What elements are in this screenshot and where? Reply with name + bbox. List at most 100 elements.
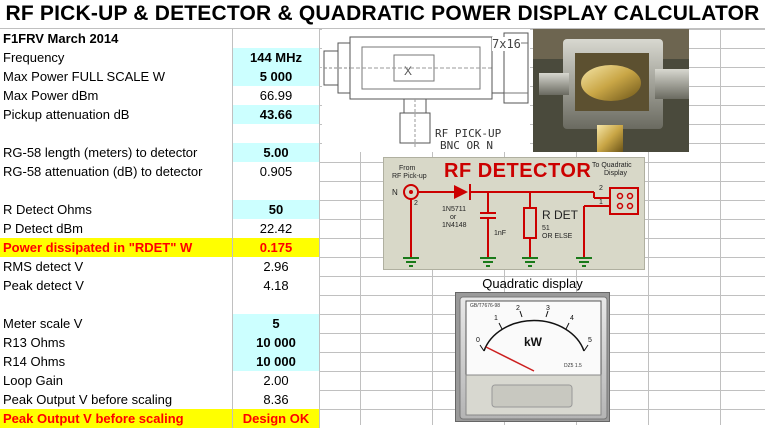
quadratic-meter: GB/T7676-98 kW 0 1 2 3 4 5 DZ5 1.5 xyxy=(455,292,610,422)
meter-scale-1: 1 xyxy=(494,315,498,322)
row-label[interactable]: F1FRV March 2014 xyxy=(0,29,233,48)
detector-title: RF DETECTOR xyxy=(444,160,592,182)
table-row: F1FRV March 2014 xyxy=(0,29,320,48)
row-value[interactable]: 2.00 xyxy=(233,371,320,390)
pickup-size-label: 7x16 xyxy=(492,37,521,51)
row-value[interactable] xyxy=(233,124,320,143)
meter-scale-4: 4 xyxy=(570,315,574,322)
meter-scale-3: 3 xyxy=(546,305,550,312)
row-value[interactable]: 0.905 xyxy=(233,162,320,181)
row-value[interactable]: 22.42 xyxy=(233,219,320,238)
detector-to-2: Display xyxy=(604,170,627,177)
row-value[interactable]: 10 000 xyxy=(233,333,320,352)
row-value[interactable]: 8.36 xyxy=(233,390,320,409)
pickup-caption-1: RF PICK-UP xyxy=(435,127,502,140)
meter-unit: kW xyxy=(524,335,542,349)
row-value[interactable]: 5.00 xyxy=(233,143,320,162)
detector-connector-label: N xyxy=(392,188,398,197)
row-label[interactable]: Max Power dBm xyxy=(0,86,233,105)
detector-diode-or: or xyxy=(450,214,457,221)
detector-pin2-left: 2 xyxy=(414,200,418,207)
row-label[interactable]: Peak Output V before scaling xyxy=(0,390,233,409)
table-row xyxy=(0,181,320,200)
row-label[interactable] xyxy=(0,181,233,200)
row-label[interactable]: P Detect dBm xyxy=(0,219,233,238)
rf-detector-schematic: RF DETECTOR From RF Pick-up N 2 1N5711 o… xyxy=(383,157,645,270)
row-label[interactable]: RG-58 attenuation (dB) to detector xyxy=(0,162,233,181)
meter-scale-5: 5 xyxy=(588,337,592,344)
pickup-drawing: X 7x16 RF PICK-UP BNC OR N xyxy=(322,29,530,152)
pickup-caption-2: BNC OR N xyxy=(440,139,493,152)
pickup-photo-svg xyxy=(533,29,689,152)
quadratic-display-label: Quadratic display xyxy=(482,276,583,291)
detector-diode-1: 1N5711 xyxy=(442,206,467,213)
detector-rdet-val-1: 51 xyxy=(542,225,550,232)
page-title: RF PICK-UP & DETECTOR & QUADRATIC POWER … xyxy=(0,0,765,29)
row-label[interactable]: RMS detect V xyxy=(0,257,233,276)
row-value[interactable]: 43.66 xyxy=(233,105,320,124)
row-label[interactable]: Peak Output V before scaling xyxy=(0,409,233,428)
row-label[interactable]: RG-58 length (meters) to detector xyxy=(0,143,233,162)
row-value[interactable]: 50 xyxy=(233,200,320,219)
row-value[interactable]: 144 MHz xyxy=(233,48,320,67)
detector-from-2: RF Pick-up xyxy=(392,173,427,180)
detector-to-1: To Quadratic xyxy=(592,162,632,169)
row-value[interactable]: 66.99 xyxy=(233,86,320,105)
pickup-photo xyxy=(533,29,689,152)
row-value[interactable]: 5 000 xyxy=(233,67,320,86)
row-label[interactable]: R13 Ohms xyxy=(0,333,233,352)
row-label[interactable]: Meter scale V xyxy=(0,314,233,333)
detector-rdet: R DET xyxy=(542,208,578,222)
meter-badge: DZ5 1.5 xyxy=(564,363,582,369)
detector-svg xyxy=(403,184,639,267)
detector-pin1-right: 1 xyxy=(599,199,603,206)
row-value[interactable]: 5 xyxy=(233,314,320,333)
row-label[interactable] xyxy=(0,124,233,143)
meter-scale-0: 0 xyxy=(476,337,480,344)
row-label[interactable]: Max Power FULL SCALE W xyxy=(0,67,233,86)
row-value[interactable]: 2.96 xyxy=(233,257,320,276)
detector-pin2-right: 2 xyxy=(599,185,603,192)
row-value[interactable]: Design OK xyxy=(233,409,320,428)
row-value[interactable] xyxy=(233,295,320,314)
table-row xyxy=(0,295,320,314)
row-label[interactable]: Power dissipated in "RDET" W xyxy=(0,238,233,257)
row-value[interactable]: 10 000 xyxy=(233,352,320,371)
row-label[interactable]: Pickup attenuation dB xyxy=(0,105,233,124)
meter-scale-2: 2 xyxy=(516,305,520,312)
detector-from-1: From xyxy=(399,165,416,172)
row-label[interactable]: Loop Gain xyxy=(0,371,233,390)
meter-model: GB/T7676-98 xyxy=(470,303,501,309)
row-label[interactable] xyxy=(0,295,233,314)
row-value[interactable] xyxy=(233,29,320,48)
svg-text:X: X xyxy=(404,64,412,78)
row-label[interactable]: R Detect Ohms xyxy=(0,200,233,219)
row-value[interactable]: 0.175 xyxy=(233,238,320,257)
row-value[interactable] xyxy=(233,181,320,200)
row-value[interactable]: 4.18 xyxy=(233,276,320,295)
detector-rdet-val-2: OR ELSE xyxy=(542,233,573,240)
row-label[interactable]: R14 Ohms xyxy=(0,352,233,371)
row-label[interactable]: Frequency xyxy=(0,48,233,67)
meter-svg xyxy=(459,296,608,420)
table-row xyxy=(0,124,320,143)
detector-cap: 1nF xyxy=(494,230,507,237)
row-label[interactable]: Peak detect V xyxy=(0,276,233,295)
